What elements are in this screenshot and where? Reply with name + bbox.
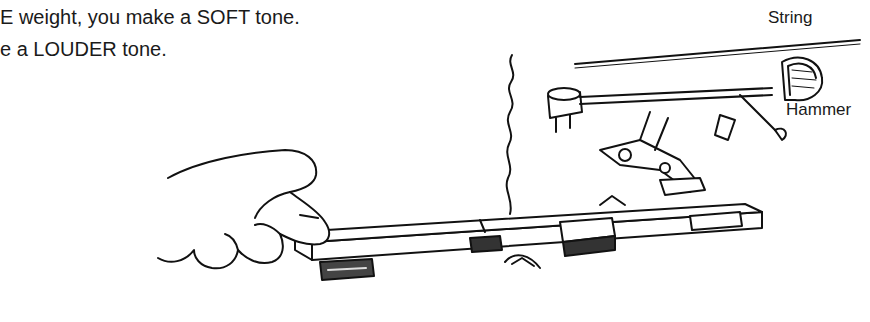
felt-pad — [320, 259, 374, 280]
hammer-head — [782, 58, 822, 101]
balance-rail — [505, 218, 615, 268]
caption-text: E weight, you make a SOFT tone. — [0, 6, 300, 29]
hand — [158, 150, 329, 268]
piano-key — [295, 204, 762, 260]
wippen — [600, 112, 735, 205]
wire — [507, 55, 514, 214]
back-rail — [470, 212, 742, 252]
hammer-assembly — [548, 88, 786, 140]
caption-text: e a LOUDER tone. — [0, 38, 167, 61]
part-label: String — [768, 8, 812, 28]
string — [575, 40, 860, 68]
part-label: Hammer — [786, 100, 851, 120]
